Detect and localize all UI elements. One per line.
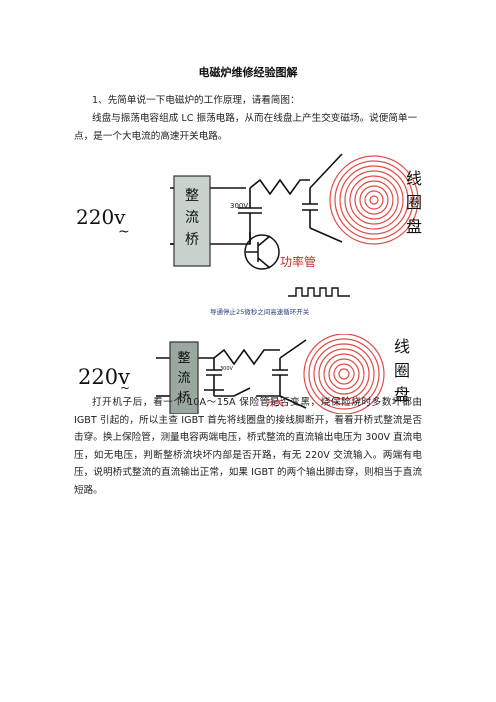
fig1-coil-char: 线 bbox=[406, 169, 422, 188]
paragraph-intro: 1、先简单说一下电磁炉的工作原理，请看简图： bbox=[92, 95, 300, 106]
fig1-transistor-label: 功率管 bbox=[280, 254, 316, 269]
coil-icon bbox=[329, 155, 419, 245]
fig2-input-label: 220v bbox=[78, 365, 130, 389]
fig2-rectifier-char: 整 bbox=[177, 351, 190, 366]
fig1-rectifier-char: 桥 bbox=[185, 232, 199, 248]
coil-icon bbox=[303, 334, 385, 414]
fig1-rectifier-char: 整 bbox=[185, 188, 199, 204]
fig1-coil-char: 圈 bbox=[406, 193, 422, 212]
pulse-wave-icon bbox=[288, 287, 350, 297]
fig1-caption: 导通停止25微秒之间高速循环开关 bbox=[210, 307, 310, 316]
fig2-coil-char: 盘 bbox=[394, 385, 410, 404]
fig1-voltage-label: 300V bbox=[230, 202, 248, 210]
tilde-icon: ~ bbox=[120, 381, 130, 395]
fig2-voltage-label: 300V bbox=[220, 366, 234, 372]
fig2-rectifier-char: 桥 bbox=[177, 391, 190, 406]
page-title: 电磁炉维修经验图解 bbox=[198, 66, 298, 79]
fig2-rectifier-char: 流 bbox=[177, 371, 190, 386]
fig2-rectifier-box bbox=[169, 341, 199, 414]
paragraph-principle: 线盘与振荡电容组成 LC 振荡电路，从而在线盘上产生交变磁场。说便简单一点，是一… bbox=[74, 113, 418, 142]
fig2-coil-char: 线 bbox=[394, 337, 410, 356]
fig1-coil-char: 盘 bbox=[406, 217, 422, 236]
circuit-diagram-1: 220v ~ 整 流 桥 300V 功率管 导通停止25微秒之间高速循环开关 bbox=[76, 153, 422, 316]
fig2-switch-label: 开关 bbox=[266, 397, 284, 409]
transistor-icon bbox=[244, 234, 280, 270]
paragraph-repair: 打开机子后，看一个 10A～15A 保险管是否变黑，烧保险烧时多数坏都由 IGB… bbox=[74, 397, 422, 496]
fig1-rectifier-char: 流 bbox=[185, 210, 199, 226]
fig1-input-label: 220v bbox=[76, 205, 126, 229]
fig2-coil-char: 圈 bbox=[394, 361, 410, 380]
tilde-icon: ~ bbox=[118, 224, 130, 240]
circuit-diagram-2: 220v ~ 整 流 桥 300V 开关 线 圈 盘 bbox=[78, 334, 410, 414]
fig1-rectifier-box bbox=[173, 175, 211, 267]
